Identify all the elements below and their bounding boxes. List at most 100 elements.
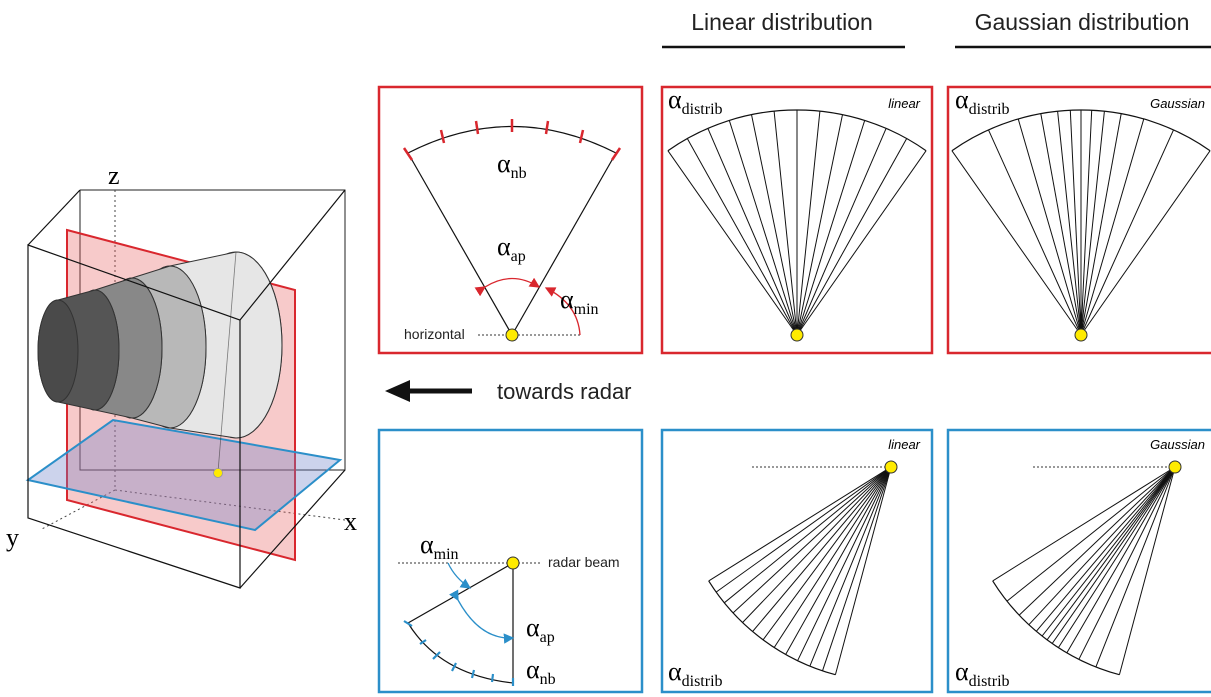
alpha-min-label: αmin	[560, 285, 599, 318]
y-axis-dotted	[39, 489, 116, 531]
radar-point	[1074, 328, 1088, 342]
radar-point	[1168, 460, 1182, 474]
fan-arc	[667, 109, 927, 152]
header-gaussian: Gaussian distribution	[975, 9, 1190, 35]
fan-ray	[751, 114, 798, 336]
nb-tick	[610, 147, 622, 161]
ap-angle-arc	[449, 589, 515, 644]
panel-horizontal-linear	[660, 428, 934, 694]
fan-ray	[1080, 111, 1105, 336]
fan-ray	[1080, 150, 1211, 336]
fan-ray	[1018, 466, 1176, 616]
fan-ray	[773, 111, 798, 336]
sector-left-edge	[407, 152, 513, 336]
fan-ray	[1017, 118, 1082, 336]
horizontal-linear-diagram: αdistrib linear	[668, 437, 921, 690]
panel-horizontal-gaussian	[946, 428, 1211, 694]
vertical-linear-diagram: αdistrib linear	[667, 85, 927, 342]
fan-ray	[1080, 129, 1174, 336]
fan-ray	[1080, 118, 1145, 336]
fan-ray	[1078, 466, 1176, 660]
fan-ray	[797, 466, 892, 661]
fan-rays	[708, 466, 892, 676]
min-angle-arc	[447, 562, 472, 589]
fan-ray	[1066, 466, 1176, 654]
fan-ray	[796, 138, 908, 336]
fan-ray	[667, 150, 798, 336]
panel-vertical-linear	[660, 85, 934, 355]
fan-rays	[951, 109, 1211, 336]
fan-ray	[951, 150, 1082, 336]
fan-ray	[1069, 110, 1082, 336]
horizontal-plane	[25, 418, 343, 532]
fan-ray	[707, 128, 798, 336]
alpha-nb-label: αnb	[526, 655, 556, 688]
fan-ray	[1080, 113, 1122, 336]
fan-ray	[992, 466, 1176, 582]
gaussian-tag: Gaussian	[1150, 437, 1205, 452]
nb-ticks	[402, 119, 622, 161]
fan-ray	[796, 114, 843, 336]
towards-radar-arrow-head	[385, 380, 410, 402]
horizontal-params-diagram: αmin αap αnb radar beam	[398, 530, 620, 688]
nb-tick	[419, 639, 427, 645]
fan-ray	[728, 120, 798, 336]
box-top-right	[239, 189, 346, 321]
radar-point	[506, 556, 520, 570]
ap-angle-arc	[474, 277, 541, 297]
fan-ray	[1095, 466, 1176, 668]
panel-horizontal-params	[377, 428, 644, 694]
cone-apex-line-top	[217, 251, 237, 473]
alpha-distrib-label: αdistrib	[955, 85, 1010, 118]
sector-arc	[407, 622, 514, 684]
radar-beam-label: radar beam	[548, 554, 620, 570]
fan-arc	[708, 580, 836, 676]
alpha-ap-label: αap	[497, 232, 526, 265]
x-axis-dotted	[114, 489, 346, 521]
fan-ray	[742, 466, 892, 623]
radar-point-3d	[213, 468, 223, 478]
sector-right-edge	[511, 152, 617, 336]
nb-ticks	[403, 620, 515, 686]
nb-tick	[432, 651, 441, 660]
axis-label-y: y	[6, 523, 19, 552]
fan-ray	[785, 466, 892, 655]
fan-ray	[1006, 466, 1176, 602]
cone-ring-1	[37, 299, 79, 403]
fan-ray	[723, 466, 892, 604]
nb-tick	[490, 673, 495, 683]
nb-tick	[439, 129, 446, 144]
nb-tick	[451, 662, 457, 672]
radar-point	[884, 460, 898, 474]
panel-vertical-params	[377, 85, 644, 355]
fan-ray	[1040, 113, 1082, 336]
fan-ray	[762, 466, 892, 641]
fan-ray	[708, 466, 892, 582]
fan-ray	[686, 138, 798, 336]
alpha-ap-label: αap	[526, 613, 555, 646]
box-bottom-right	[239, 469, 346, 589]
towards-radar-indicator: towards radar	[385, 379, 632, 404]
fan-ray	[796, 120, 866, 336]
fan-ray	[796, 111, 821, 336]
fan-ray	[1051, 466, 1176, 644]
nb-tick	[578, 129, 585, 144]
fan-ray	[732, 466, 892, 614]
fan-ray	[1041, 466, 1176, 637]
vertical-params-diagram: αnb αap αmin horizontal	[402, 119, 622, 342]
fan-ray	[715, 466, 892, 593]
axis-label-z: z	[108, 161, 120, 190]
nb-tick	[402, 147, 414, 161]
fan-ray	[1080, 110, 1093, 336]
fan-ray	[1057, 111, 1082, 336]
panel-vertical-gaussian	[946, 85, 1211, 355]
fan-ray	[822, 466, 892, 671]
fan-ray	[1028, 466, 1176, 626]
fan-ray	[988, 129, 1082, 336]
nb-tick	[474, 120, 480, 135]
fan-ray	[834, 466, 892, 675]
fan-rays	[992, 466, 1176, 676]
fan-arc	[951, 109, 1211, 152]
fan-ray	[796, 128, 887, 336]
